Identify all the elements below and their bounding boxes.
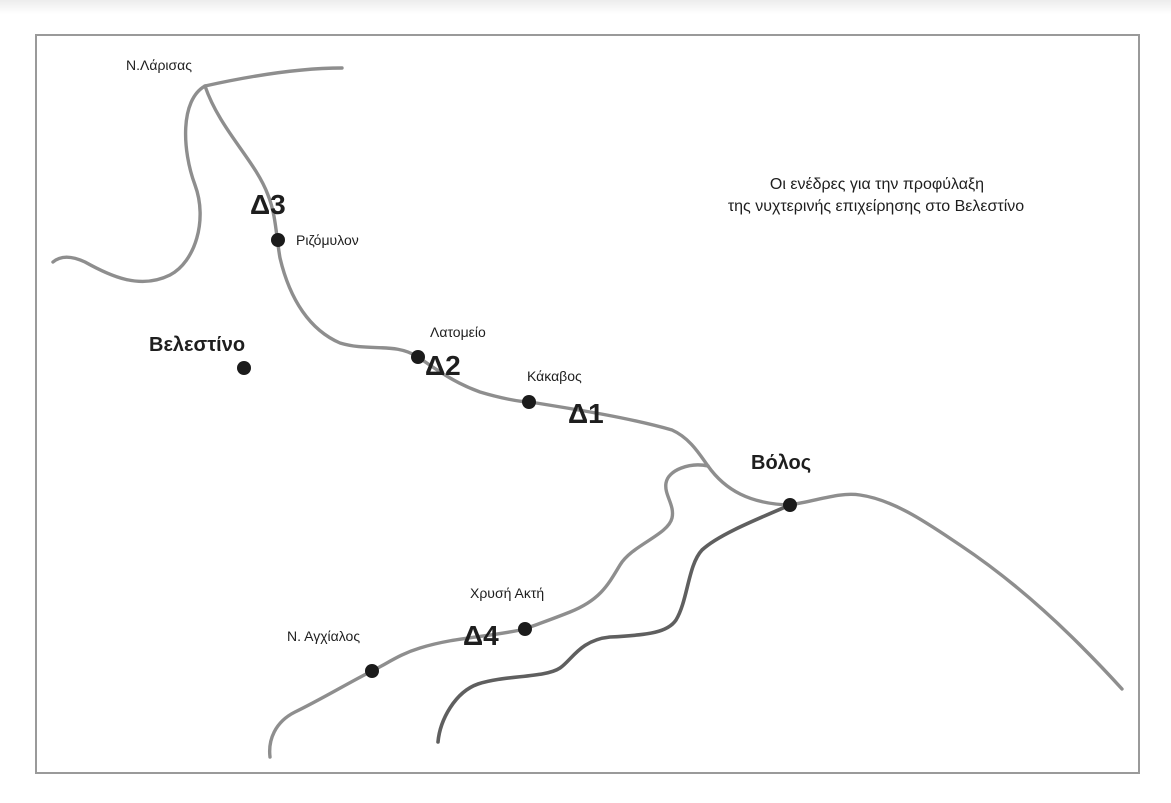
volos-label: Βόλος <box>751 452 811 474</box>
latomeio-dot <box>411 350 425 364</box>
ambush-d3-label: Δ3 <box>250 189 286 220</box>
n-anchialos-label: Ν. Αγχίαλος <box>287 628 360 644</box>
chrysi-akti-dot <box>518 622 532 636</box>
road-south-coast <box>267 463 710 759</box>
road-top-junction <box>203 66 344 88</box>
road-main-larisa-volos <box>203 84 710 468</box>
road-west-branch <box>51 84 207 284</box>
map-caption-line-2: της νυχτερινής επιχείρησης στο Βελεστίνο <box>728 198 1024 215</box>
n-larisas-label: Ν.Λάρισας <box>126 57 192 73</box>
latomeio-label: Λατομείο <box>430 324 486 340</box>
rizomylon-label: Ριζόμυλον <box>296 232 359 248</box>
volos-dot <box>783 498 797 512</box>
kakavos-dot <box>522 395 536 409</box>
ambush-d4-label: Δ4 <box>463 620 499 651</box>
ambush-d2-label: Δ2 <box>425 350 461 381</box>
velestino-dot <box>237 361 251 375</box>
map-frame <box>35 34 1140 774</box>
top-shadow <box>0 0 1171 14</box>
n-anchialos-dot <box>365 664 379 678</box>
ambush-d1-label: Δ1 <box>568 398 604 429</box>
road-volos-east <box>706 464 1124 691</box>
map-caption-line-1: Οι ενέδρες για την προφύλαξη <box>770 176 984 193</box>
road-volos-southwest <box>436 503 792 744</box>
rizomylon-dot <box>271 233 285 247</box>
chrysi-akti-label: Χρυσή Ακτή <box>470 585 544 601</box>
kakavos-label: Κάκαβος <box>527 368 582 384</box>
velestino-label: Βελεστίνο <box>149 334 245 356</box>
